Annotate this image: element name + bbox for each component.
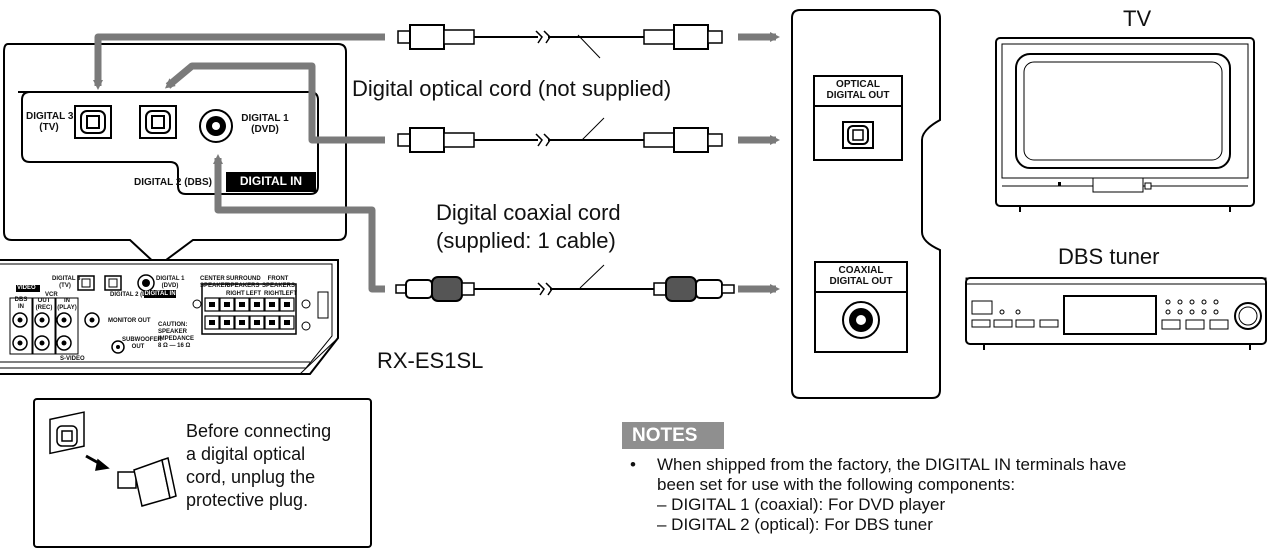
rear-caution-line3: IMPEDANCE xyxy=(158,336,195,342)
digital3-label: DIGITAL 3 (TV) xyxy=(26,111,74,133)
rear-digital3-label: DIGITAL 3 (TV) xyxy=(52,276,81,290)
notes-line1: When shipped from the factory, the DIGIT… xyxy=(657,455,1127,474)
notes-heading: NOTES xyxy=(622,422,724,449)
rear-left-label-2: LEFT xyxy=(282,291,297,297)
rear-vcr-label: VCR xyxy=(45,292,58,298)
optical-cord-label: Digital optical cord (not supplied) xyxy=(352,76,672,101)
receiver-model-label: RX-ES1SL xyxy=(377,348,484,373)
rear-center-line2: SPEAKER xyxy=(200,283,230,289)
coaxial-cable xyxy=(395,264,735,302)
rear-digital1-line2: (DVD) xyxy=(161,283,179,289)
rear-digital1-line1: DIGITAL 1 xyxy=(156,276,185,282)
digital1-label: DIGITAL 1 (DVD) xyxy=(236,113,294,135)
coaxial-out-line1: COAXIAL xyxy=(838,265,884,276)
rear-front-line2: SPEAKERS xyxy=(262,283,296,289)
rear-digital3-line1: DIGITAL 3 xyxy=(52,276,81,282)
digital-in-label: DIGITAL IN xyxy=(239,174,303,188)
rear-right-label-2: RIGHT xyxy=(264,291,283,297)
rear-digital2-label: DIGITAL 2 (DBS) xyxy=(110,292,157,298)
rear-digital1-label: DIGITAL 1 (DVD) xyxy=(156,276,184,290)
plug-note-line2: a digital optical xyxy=(186,444,306,464)
receiver-rear-panel xyxy=(0,259,339,375)
rear-digital3-line2: (TV) xyxy=(59,283,71,289)
notes-line2: been set for use with the following comp… xyxy=(657,475,1016,494)
optical-cable-2 xyxy=(397,117,723,153)
rear-caution-line4: 8 Ω — 16 Ω xyxy=(158,343,191,349)
rear-front-line1: FRONT xyxy=(267,276,289,282)
plug-note-line1: Before connecting xyxy=(186,421,332,441)
digital3-line1: DIGITAL 3 xyxy=(26,111,74,122)
notes-item-1: – DIGITAL 1 (coaxial): For DVD player xyxy=(657,495,946,514)
rear-dbs-in-line1: DBS xyxy=(14,297,28,303)
rear-caution-label: CAUTION: SPEAKER IMPEDANCE 8 Ω — 16 Ω xyxy=(158,322,195,350)
notes-bullet: • xyxy=(630,455,636,474)
rear-out-rec-label: OUT (REC) xyxy=(33,298,55,312)
tv-label: TV xyxy=(1123,6,1152,31)
notes-body: • When shipped from the factory, the DIG… xyxy=(630,455,1270,535)
rear-caution-line1: CAUTION: xyxy=(158,322,188,328)
dbs-tuner-illustration xyxy=(965,277,1267,350)
rear-in-play-line1: IN xyxy=(64,298,70,304)
rear-left-label-1: LEFT xyxy=(246,291,261,297)
digital1-line1: DIGITAL 1 xyxy=(241,113,289,124)
digital1-line2: (DVD) xyxy=(251,124,279,135)
plug-note-text: Before connecting a digital optical cord… xyxy=(186,420,376,512)
rear-surround-line1: SURROUND xyxy=(226,276,261,282)
protective-plug-illustration xyxy=(49,411,177,507)
rear-digital-in-label: DIGITAL IN xyxy=(144,291,176,297)
rear-caution-line2: SPEAKER xyxy=(158,329,188,335)
optical-digital-out-label: OPTICAL DIGITAL OUT xyxy=(816,79,900,101)
rear-surround-line2: SPEAKERS xyxy=(226,283,260,289)
plug-note-line4: protective plug. xyxy=(186,490,309,510)
coaxial-out-line2: DIGITAL OUT xyxy=(829,276,893,287)
rear-s-video-label: S-VIDEO xyxy=(60,356,85,362)
plug-note-line3: cord, unplug the xyxy=(186,467,316,487)
component-box xyxy=(791,9,941,399)
rear-video-label: VIDEO xyxy=(17,285,36,291)
rear-center-speaker-label: CENTER SPEAKER xyxy=(200,276,230,290)
rear-in-play-label: IN (PLAY) xyxy=(56,298,78,312)
rear-center-line1: CENTER xyxy=(200,276,225,282)
optical-out-line2: DIGITAL OUT xyxy=(826,90,890,101)
optical-out-line1: OPTICAL xyxy=(836,79,880,90)
rear-subwoofer-out-label: SUBWOOFER OUT xyxy=(122,337,162,351)
routing-arrows xyxy=(93,32,780,294)
optical-cable-1 xyxy=(397,24,723,59)
rear-front-speakers-label: FRONT SPEAKERS xyxy=(262,276,296,290)
rear-out-rec-line1: OUT xyxy=(37,298,51,304)
coaxial-cord-label-2: (supplied: 1 cable) xyxy=(436,228,616,253)
rear-subwoofer-line1: SUBWOOFER xyxy=(122,337,162,343)
rear-right-label-1: RIGHT xyxy=(226,291,245,297)
digital3-line2: (TV) xyxy=(39,122,59,133)
rear-monitor-out-label: MONITOR OUT xyxy=(108,318,151,324)
coaxial-digital-out-label: COAXIAL DIGITAL OUT xyxy=(817,265,905,287)
tv-illustration xyxy=(995,37,1255,212)
notes-item-2: – DIGITAL 2 (optical): For DBS tuner xyxy=(657,515,933,534)
coaxial-cord-label-1: Digital coaxial cord xyxy=(436,200,621,225)
digital2-label: DIGITAL 2 (DBS) xyxy=(134,177,212,188)
rear-subwoofer-line2: OUT xyxy=(131,344,145,350)
rear-dbs-in-label: DBS IN xyxy=(10,297,32,311)
rear-out-rec-line2: (REC) xyxy=(35,305,53,311)
rear-dbs-in-line2: IN xyxy=(18,304,24,310)
rear-in-play-line2: (PLAY) xyxy=(57,305,77,311)
dbs-tuner-label: DBS tuner xyxy=(1058,244,1160,269)
rear-surround-speakers-label: SURROUND SPEAKERS xyxy=(226,276,261,290)
